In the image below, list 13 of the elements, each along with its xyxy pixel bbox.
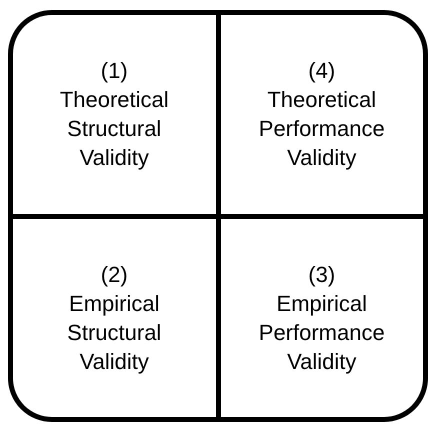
quadrant-panel — [13, 218, 216, 417]
quadrant-panel — [13, 15, 216, 214]
quadrant-title: Theoretical Performance Validity — [258, 86, 386, 172]
quadrant-number: (1) — [100, 57, 128, 86]
quadrant-panel — [220, 218, 423, 417]
quadrant-number: (3) — [308, 260, 336, 289]
quadrant-title: Theoretical Structural Validity — [58, 86, 170, 172]
quadrant-title: Empirical Structural Validity — [66, 290, 162, 376]
quadrant-number: (4) — [308, 57, 336, 86]
quadrant-number: (2) — [100, 260, 128, 289]
rounded-square-frame — [8, 10, 428, 422]
quadrant-panel — [220, 15, 423, 214]
quadrant-title: Empirical Performance Validity — [258, 290, 386, 376]
